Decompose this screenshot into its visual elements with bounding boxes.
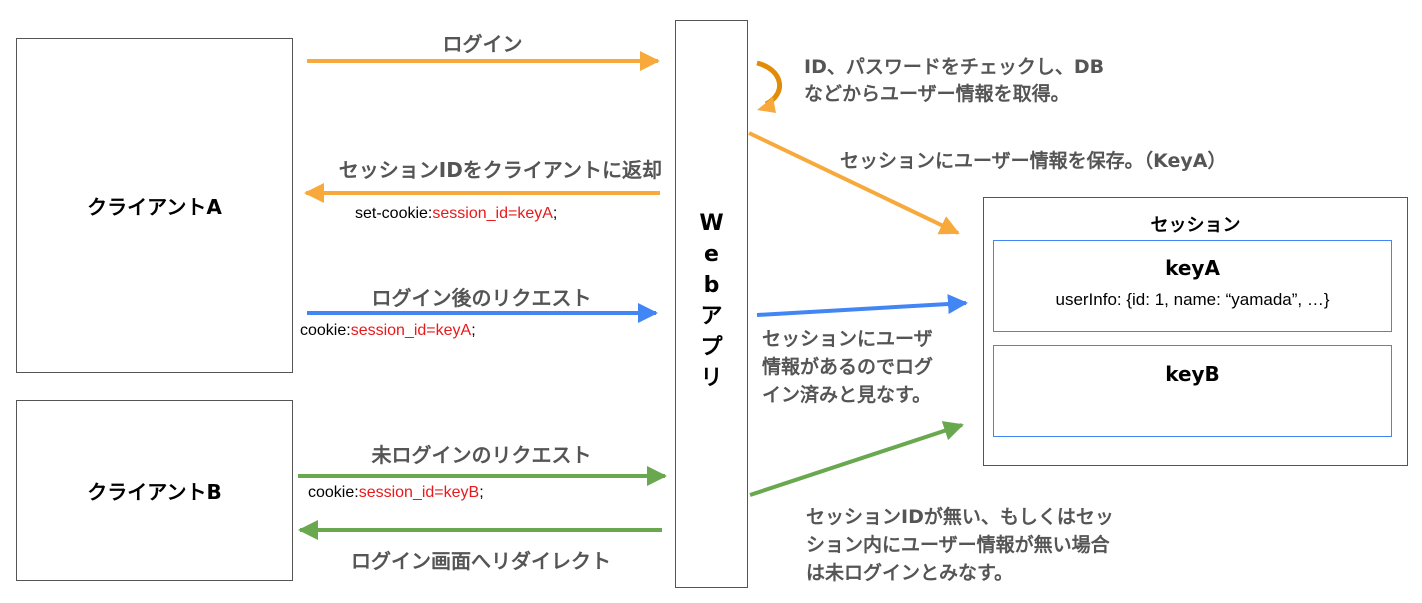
not-logged-in-note: セッションIDが無い、もしくはセッ ション内にユーザー情報が無い場合 は未ログイ… bbox=[806, 503, 1114, 587]
request-after-login-label: ログイン後のリクエスト bbox=[371, 286, 592, 310]
lookup-session-arrow bbox=[756, 294, 968, 317]
webapp-char: W bbox=[699, 211, 724, 236]
client-b-box: クライアントB bbox=[16, 400, 293, 581]
login-label: ログイン bbox=[442, 32, 523, 56]
code-prefix: cookie: bbox=[300, 322, 351, 339]
webapp-char: ア bbox=[700, 304, 723, 329]
save-session-note: セッションにユーザー情報を保存。（KeyA） bbox=[840, 150, 1227, 172]
save-session-arrow bbox=[748, 131, 960, 235]
request-not-logged-in-label: 未ログインのリクエスト bbox=[371, 443, 592, 467]
check-credentials-note: ID、パスワードをチェックし、DB などからユーザー情報を取得。 bbox=[804, 54, 1104, 108]
code-suffix: ; bbox=[552, 205, 558, 222]
webapp-char: プ bbox=[700, 335, 723, 360]
request-after-login-code: cookie:session_id=keyA; bbox=[300, 322, 476, 340]
session-title: セッション bbox=[1150, 215, 1241, 236]
code-suffix: ; bbox=[471, 322, 476, 339]
note-line: ション内にユーザー情報が無い場合 bbox=[806, 534, 1110, 556]
code-value: session_id=keyA bbox=[432, 205, 553, 222]
note-line: イン済みと見なす。 bbox=[762, 384, 932, 406]
webapp-char: b bbox=[703, 273, 720, 298]
webapp-box: W e b ア プ リ bbox=[675, 20, 748, 588]
note-line: ID、パスワードをチェックし、DB bbox=[804, 56, 1105, 78]
return-session-label: セッションIDをクライアントに返却 bbox=[338, 158, 662, 182]
note-line: セッションIDが無い、もしくはセッ bbox=[806, 506, 1114, 528]
redirect-label: ログイン画面へリダイレクト bbox=[351, 549, 611, 573]
session-key-b: keyB bbox=[993, 345, 1392, 437]
check-session-arrow bbox=[749, 421, 964, 497]
webapp-label: W e b ア プ リ bbox=[676, 208, 747, 394]
logged-in-note: セッションにユーザ 情報があるのでログ イン済みと見なす。 bbox=[762, 325, 933, 409]
webapp-char: リ bbox=[700, 366, 723, 391]
webapp-char: e bbox=[704, 242, 719, 267]
code-prefix: cookie: bbox=[308, 484, 359, 501]
code-value: session_id=keyA bbox=[350, 322, 472, 339]
code-value: session_id=keyB bbox=[358, 484, 480, 501]
client-a-box: クライアントA bbox=[16, 38, 293, 373]
client-b-label: クライアントB bbox=[87, 480, 222, 504]
self-loop-icon bbox=[756, 60, 783, 113]
note-line: セッションにユーザ bbox=[762, 328, 933, 350]
code-prefix: set-cookie: bbox=[355, 205, 433, 222]
note-line: などからユーザー情報を取得。 bbox=[804, 83, 1070, 105]
request-not-logged-in-code: cookie:session_id=keyB; bbox=[308, 484, 484, 502]
note-line: 情報があるのでログ bbox=[762, 356, 934, 378]
key-a-value: userInfo: {id: 1, name: “yamada”, …} bbox=[1055, 290, 1330, 309]
key-a-name: keyA bbox=[1165, 256, 1220, 280]
key-b-name: keyB bbox=[1165, 362, 1220, 386]
code-suffix: ; bbox=[479, 484, 484, 501]
return-session-code: set-cookie:session_id=keyA; bbox=[355, 205, 557, 223]
session-key-a: keyA userInfo: {id: 1, name: “yamada”, …… bbox=[993, 240, 1392, 332]
session-box: セッション keyA userInfo: {id: 1, name: “yama… bbox=[983, 197, 1408, 466]
note-line: は未ログインとみなす。 bbox=[806, 562, 1014, 584]
client-a-label: クライアントA bbox=[87, 195, 222, 219]
